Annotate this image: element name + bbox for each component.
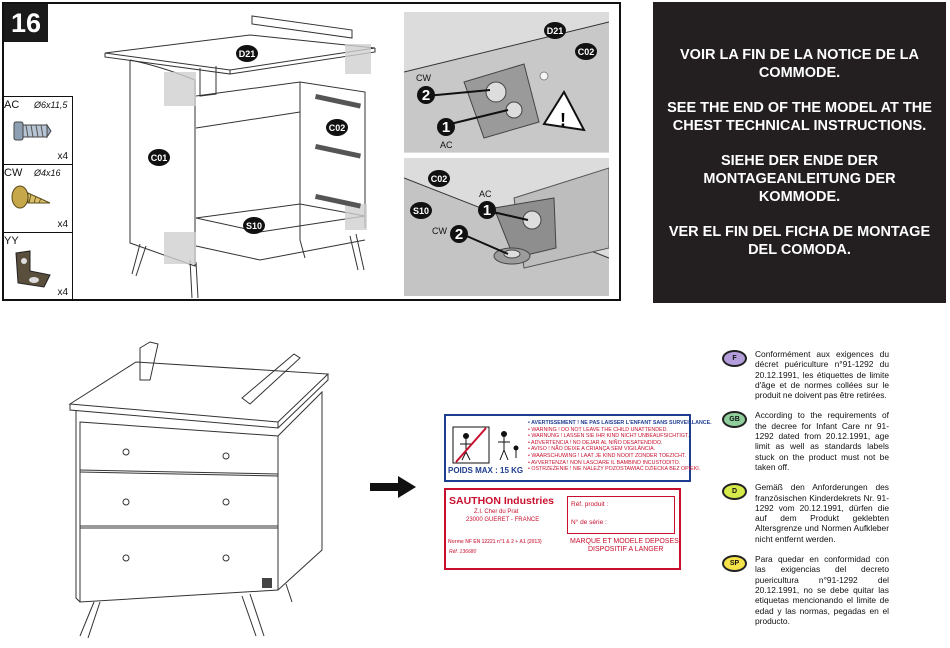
arrow-right-icon bbox=[370, 476, 416, 498]
part-qty: x4 bbox=[57, 287, 68, 298]
label-c02-detail: C02 bbox=[575, 43, 597, 60]
parts-divider bbox=[72, 96, 73, 301]
company-name: SAUTHON Industries bbox=[449, 495, 555, 507]
step-number: 16 bbox=[4, 4, 48, 42]
ref-number: Réf. 136680 bbox=[449, 549, 477, 555]
product-ref-box: Réf. produit : N° de série : bbox=[567, 496, 675, 534]
label-d21-detail: D21 bbox=[544, 22, 566, 39]
lang-text: Conformément aux exigences du décret pué… bbox=[755, 349, 889, 401]
flag-sp-icon: SP bbox=[722, 555, 747, 573]
norme-text: Norme NF EN 12221 n°1 & 2 + A1 (2013) bbox=[448, 539, 542, 545]
lang-note-de: D Gemäß den Anforderungen des französisc… bbox=[722, 482, 892, 544]
part-yy: YY x4 bbox=[2, 232, 72, 300]
ref-produit-label: Réf. produit : bbox=[571, 501, 609, 508]
notice-es: VER EL FIN DEL FICHA DE MONTAGE DEL COMO… bbox=[668, 224, 931, 258]
label-d21: D21 bbox=[236, 45, 258, 62]
dispositif-text: DISPOSITIF A LANGER bbox=[588, 546, 664, 553]
lang-note-gb: GB According to the requirements of the … bbox=[722, 410, 892, 472]
flag-de-icon: D bbox=[722, 483, 747, 501]
warning-line: • AVVERTENZA ! NON LASCIARE IL BAMBINO I… bbox=[528, 459, 681, 466]
screw-ac-icon bbox=[13, 121, 52, 141]
warning-line: • ADVERTENCIA ! NO DEJAR AL NIÑO DESATEN… bbox=[528, 439, 663, 446]
deposes-text: MARQUE ET MODELE DEPOSES bbox=[570, 538, 679, 545]
warning-line: • WAARSCHUWING ! LAAT JE KIND NOOIT ZOND… bbox=[528, 452, 687, 459]
flag-fr-icon: F bbox=[722, 350, 747, 367]
label-s10-detail: S10 bbox=[410, 202, 432, 219]
label-s10: S10 bbox=[243, 217, 265, 234]
child-warning-icon bbox=[452, 426, 519, 464]
label-ac-bottom: AC bbox=[479, 189, 492, 199]
step-1-marker: 1 bbox=[437, 118, 455, 136]
label-cw-bottom: CW bbox=[432, 226, 447, 236]
detail-bottom-drawing bbox=[403, 167, 610, 296]
notice-en: SEE THE END OF THE MODEL AT THE CHEST TE… bbox=[667, 100, 932, 134]
label-c02-detail-bottom: C02 bbox=[428, 170, 450, 187]
step-2-marker: 2 bbox=[417, 86, 435, 104]
notice-fr: VOIR LA FIN DE LA NOTICE DE LA COMMODE. bbox=[680, 47, 919, 81]
label-cw: CW bbox=[416, 73, 431, 83]
part-code: AC bbox=[4, 99, 20, 111]
part-size: Ø4x16 bbox=[34, 168, 61, 178]
label-c01: C01 bbox=[148, 149, 170, 166]
lang-text: Para quedar en conformidad con las exige… bbox=[755, 554, 889, 626]
step-2-marker-bottom: 2 bbox=[450, 225, 468, 243]
chest-assembly-drawing bbox=[104, 15, 376, 299]
notice-box: VOIR LA FIN DE LA NOTICE DE LA COMMODE. … bbox=[653, 2, 946, 303]
finished-chest-drawing bbox=[68, 341, 330, 639]
step-1-marker-bottom: 1 bbox=[478, 201, 496, 219]
parts-list: AC Ø6x11,5 x4 CW Ø4x16 x4 YY x4 bbox=[2, 96, 72, 301]
step-frame bbox=[2, 2, 621, 301]
serie-label: N° de série : bbox=[571, 519, 607, 526]
bracket-yy-icon bbox=[15, 250, 51, 288]
part-qty: x4 bbox=[57, 219, 68, 230]
warning-line: • WARNING ! DO NOT LEAVE THE CHILD UNATT… bbox=[528, 426, 668, 433]
detail-top-panel: ! bbox=[403, 12, 610, 153]
lang-text: According to the requirements of the dec… bbox=[755, 410, 889, 472]
warning-line: • AVISO ! NÃO DEIXE A CRIANÇA SEM VIGILÂ… bbox=[528, 446, 656, 453]
warning-line: • WARNUNG ! LASSEN SIE IHR KIND NICHT UN… bbox=[528, 433, 690, 440]
part-code: CW bbox=[4, 167, 23, 179]
company-address-2: 23000 GUERET - FRANCE bbox=[466, 517, 540, 523]
notice-de: SIEHE DER ENDE DER MONTAGEANLEITUNG DER … bbox=[703, 153, 896, 205]
poids-max: POIDS MAX : 15 KG bbox=[448, 466, 524, 475]
company-address-1: Z.I. Cher du Prat bbox=[474, 509, 519, 515]
lang-note-fr: F Conformément aux exigences du décret p… bbox=[722, 349, 892, 400]
detail-bottom-panel bbox=[403, 158, 610, 296]
lang-text: Gemäß den Anforderungen des französische… bbox=[755, 482, 889, 544]
company-label: SAUTHON Industries Z.I. Cher du Prat 230… bbox=[444, 488, 681, 570]
warning-text: • AVERTISSEMENT ! NE PAS LAISSER L'ENFAN… bbox=[528, 420, 712, 473]
part-qty: x4 bbox=[57, 151, 68, 162]
warning-label: POIDS MAX : 15 KG • AVERTISSEMENT ! NE P… bbox=[444, 414, 712, 482]
svg-text:!: ! bbox=[560, 110, 566, 130]
part-cw: CW Ø4x16 x4 bbox=[2, 164, 72, 232]
label-c02: C02 bbox=[326, 119, 348, 136]
flag-gb-icon: GB bbox=[722, 411, 747, 429]
warning-line: • AVERTISSEMENT ! NE PAS LAISSER L'ENFAN… bbox=[528, 420, 712, 426]
warning-line: • OSTRZEŻENIE ! NIE NALEŻY POZOSTAWIAĆ D… bbox=[528, 466, 701, 473]
part-ac: AC Ø6x11,5 x4 bbox=[2, 96, 72, 164]
detail-top-drawing: ! bbox=[403, 21, 610, 152]
screw-cw-icon bbox=[11, 185, 51, 209]
part-code: YY bbox=[4, 235, 19, 247]
part-size: Ø6x11,5 bbox=[34, 100, 68, 110]
lang-note-sp: SP Para quedar en conformidad con las ex… bbox=[722, 554, 892, 626]
label-ac: AC bbox=[440, 140, 453, 150]
language-notes: F Conformément aux exigences du décret p… bbox=[722, 349, 892, 626]
